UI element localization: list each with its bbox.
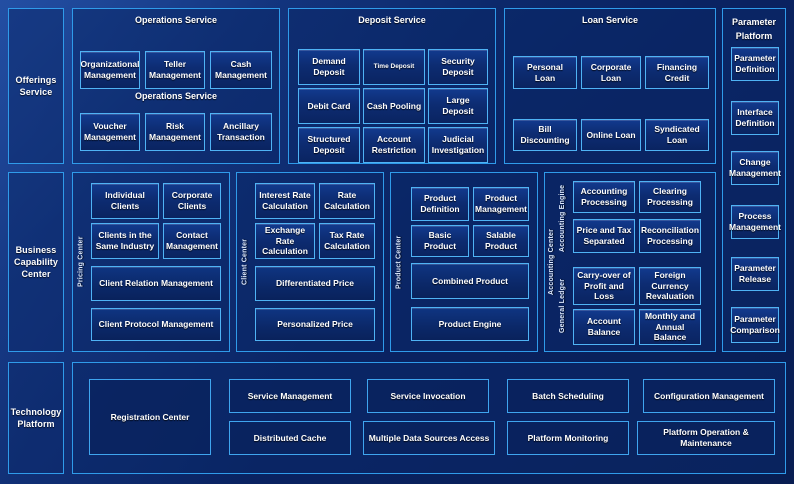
tile-debit-card[interactable]: Debit Card [298,88,360,124]
tile-account-restriction[interactable]: Account Restriction [363,127,425,163]
group-operations-service-title-duplicate: Operations Service [134,91,218,101]
group-pricing-center[interactable]: Pricing Center Individual Clients Corpor… [72,172,230,352]
tile-configuration-management[interactable]: Configuration Management [643,379,775,413]
tile-client-protocol-management[interactable]: Client Protocol Management [91,308,221,341]
group-deposit-service-title: Deposit Service [358,15,426,25]
group-product-center[interactable]: Product Center Product Definition Produc… [390,172,538,352]
tile-large-deposit[interactable]: Large Deposit [428,88,488,124]
tile-demand-deposit[interactable]: Demand Deposit [298,49,360,85]
tile-contact-management[interactable]: Contact Management [163,223,221,259]
tile-product-engine[interactable]: Product Engine [411,307,529,341]
tile-service-invocation[interactable]: Service Invocation [367,379,489,413]
tile-monthly-and-annual-balance[interactable]: Monthly and Annual Balance [639,309,701,345]
tile-registration-center[interactable]: Registration Center [89,379,211,455]
tile-clients-in-the-same-industry[interactable]: Clients in the Same Industry [91,223,159,259]
group-loan-service[interactable]: Loan Service Personal Loan Corporate Loa… [504,8,716,164]
tile-interface-definition[interactable]: Interface Definition [731,101,779,135]
tile-ancillary-transaction[interactable]: Ancillary Transaction [210,113,272,151]
tile-corporate-loan[interactable]: Corporate Loan [581,56,641,89]
rail-offerings-service[interactable]: Offerings Service [8,8,64,164]
rail-technology-platform[interactable]: Technology Platform [8,362,64,474]
rail-business-capability-center-label: Business Capability Center [13,244,58,280]
tile-distributed-cache[interactable]: Distributed Cache [229,421,351,455]
tile-batch-scheduling[interactable]: Batch Scheduling [507,379,629,413]
tile-financing-credit[interactable]: Financing Credit [645,56,709,89]
tile-change-management[interactable]: Change Management [729,151,781,185]
group-product-center-side-label: Product Center [395,235,403,289]
tile-voucher-management[interactable]: Voucher Management [80,113,140,151]
tile-salable-product[interactable]: Salable Product [473,225,529,257]
tile-syndicated-loan[interactable]: Syndicated Loan [645,119,709,151]
group-pricing-center-side-label: Pricing Center [77,236,85,288]
tile-security-deposit[interactable]: Security Deposit [428,49,488,85]
tile-basic-product[interactable]: Basic Product [411,225,469,257]
group-parameter-platform-title-line1: Parameter [731,17,777,27]
tile-product-management[interactable]: Product Management [473,187,529,221]
group-client-center-side-label: Client Center [241,238,249,286]
tile-multiple-data-sources-access[interactable]: Multiple Data Sources Access [363,421,495,455]
tile-client-relation-management[interactable]: Client Relation Management [91,266,221,301]
group-loan-service-title: Loan Service [581,15,639,25]
tile-service-management[interactable]: Service Management [229,379,351,413]
tile-bill-discounting[interactable]: Bill Discounting [513,119,577,151]
tile-risk-management[interactable]: Risk Management [145,113,205,151]
tile-corporate-clients[interactable]: Corporate Clients [163,183,221,219]
group-client-center[interactable]: Client Center Interest Rate Calculation … [236,172,384,352]
group-operations-service[interactable]: Operations Service Operations Service Or… [72,8,280,164]
tile-process-management[interactable]: Process Management [729,205,781,239]
tile-judicial-investigation[interactable]: Judicial Investigation [428,127,488,163]
tile-cash-management[interactable]: Cash Management [210,51,272,89]
group-parameter-platform-title-line2: Platform [735,31,773,41]
tile-reconciliation-processing[interactable]: Reconciliation Processing [639,219,701,253]
tile-personal-loan[interactable]: Personal Loan [513,56,577,89]
tile-parameter-release[interactable]: Parameter Release [731,257,779,291]
group-accounting-center[interactable]: Accounting Center Accounting Engine Gene… [544,172,716,352]
tile-carry-over-of-profit-and-loss[interactable]: Carry-over of Profit and Loss [573,267,635,305]
tile-parameter-comparison[interactable]: Parameter Comparison [730,307,780,343]
tile-rate-calculation[interactable]: Rate Calculation [319,183,375,219]
tile-individual-clients[interactable]: Individual Clients [91,183,159,219]
tile-product-definition[interactable]: Product Definition [411,187,469,221]
group-accounting-center-side-label: Accounting Center [548,229,555,296]
tile-time-deposit[interactable]: Time Deposit [363,49,425,85]
group-operations-service-title: Operations Service [134,15,218,25]
tile-platform-operation-and-maintenance[interactable]: Platform Operation & Maintenance [637,421,775,455]
group-parameter-platform[interactable]: Parameter Platform Parameter Definition … [722,8,786,352]
tile-interest-rate-calculation[interactable]: Interest Rate Calculation [255,183,315,219]
group-accounting-engine-side-label: Accounting Engine [559,184,566,252]
tile-combined-product[interactable]: Combined Product [411,263,529,299]
group-deposit-service[interactable]: Deposit Service Demand Deposit Time Depo… [288,8,496,164]
tile-price-and-tax-separated[interactable]: Price and Tax Separated [573,219,635,253]
tile-clearing-processing[interactable]: Clearing Processing [639,181,701,213]
tile-organizational-management[interactable]: Organizational Management [80,51,140,89]
group-general-ledger-side-label: General Ledger [559,278,566,334]
tile-platform-monitoring[interactable]: Platform Monitoring [507,421,629,455]
tile-tax-rate-calculation[interactable]: Tax Rate Calculation [319,223,375,259]
tile-differentiated-price[interactable]: Differentiated Price [255,266,375,301]
group-technology-platform[interactable]: Registration Center Service Management D… [72,362,786,474]
tile-structured-deposit[interactable]: Structured Deposit [298,127,360,163]
tile-personalized-price[interactable]: Personalized Price [255,308,375,341]
tile-cash-pooling[interactable]: Cash Pooling [363,88,425,124]
rail-offerings-service-label: Offerings Service [15,74,57,97]
rail-technology-platform-label: Technology Platform [10,406,62,429]
rail-business-capability-center[interactable]: Business Capability Center [8,172,64,352]
tile-accounting-processing[interactable]: Accounting Processing [573,181,635,213]
tile-exchange-rate-calculation[interactable]: Exchange Rate Calculation [255,223,315,259]
tile-foreign-currency-revaluation[interactable]: Foreign Currency Revaluation [639,267,701,305]
tile-account-balance[interactable]: Account Balance [573,309,635,345]
tile-parameter-definition[interactable]: Parameter Definition [731,47,779,81]
tile-online-loan[interactable]: Online Loan [581,119,641,151]
tile-teller-management[interactable]: Teller Management [145,51,205,89]
